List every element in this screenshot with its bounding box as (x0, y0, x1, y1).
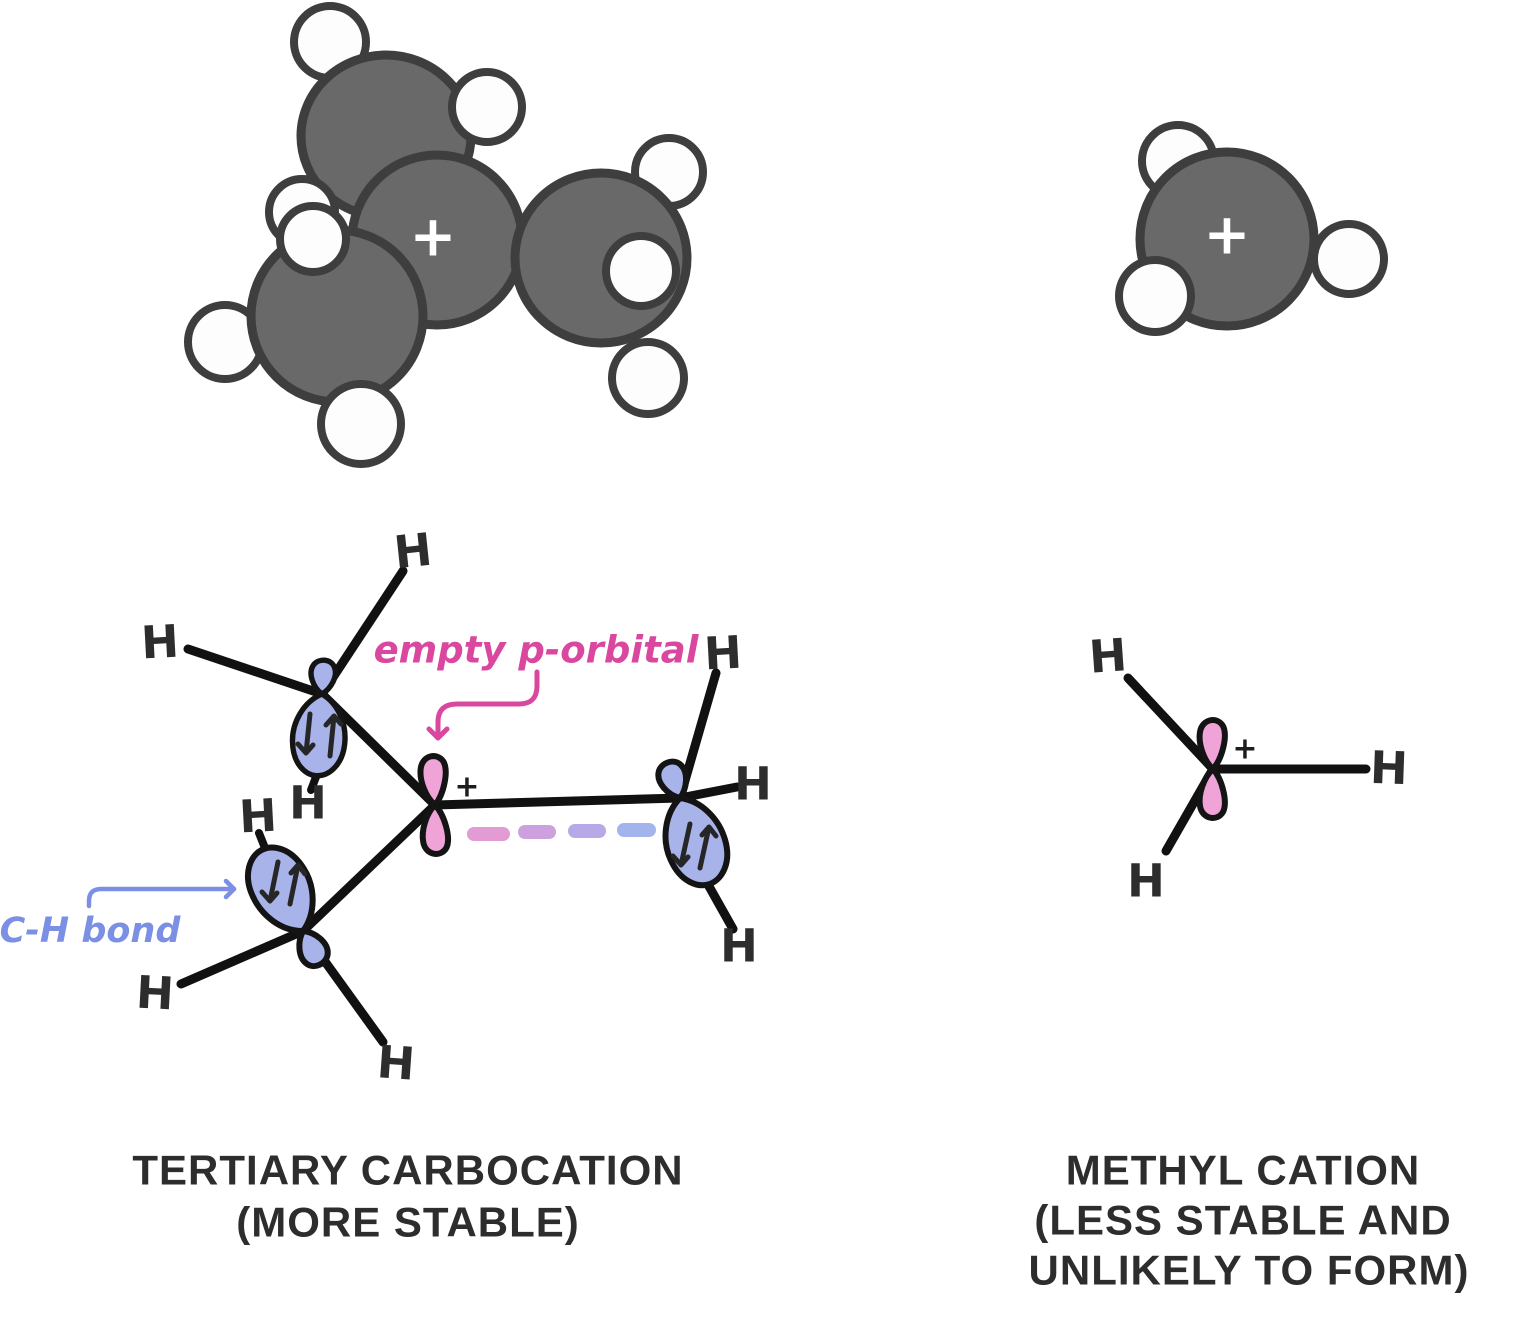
hydrogen-label: H (703, 626, 743, 681)
hydrogen-atom (602, 232, 680, 310)
electron-pair-arrows-icon (670, 821, 719, 871)
hydrogen-label: H (1369, 741, 1408, 795)
hydrogen-atom (1115, 256, 1195, 336)
hydrogen-label: H (140, 615, 180, 670)
bond-line (701, 876, 738, 934)
hydrogen-label: H (135, 966, 175, 1021)
hydrogen-label: H (391, 523, 434, 580)
positive-charge: + (410, 205, 457, 270)
bond-line (675, 782, 742, 803)
tertbutyl-space-model: + (184, 2, 707, 468)
bond-line (255, 829, 269, 852)
hydrogen-label: H (375, 1035, 416, 1090)
bond-line (430, 793, 685, 810)
methyl-caption-line2: (LESS STABLE AND (1034, 1197, 1451, 1244)
bond-line (307, 773, 320, 794)
blue-leader-arrow-icon (86, 878, 237, 909)
electron-pair-arrows-icon (295, 711, 344, 759)
pink-leader-arrow-icon (426, 669, 540, 741)
hydrogen-atom (276, 202, 350, 276)
tertiary-orbital-diagram: H H H H H H H H H + empty p-orbital C-H … (0, 523, 772, 1091)
hydrogen-label: H (289, 777, 327, 830)
bond-line (183, 644, 327, 699)
ch-bond-label: C-H bond (0, 911, 181, 951)
hydrogen-label: H (734, 758, 772, 811)
hyperconjugation-dashes (467, 823, 656, 841)
empty-p-orbital-label: empty p-orbital (374, 629, 700, 672)
methyl-caption-line1: METHYL CATION (1066, 1147, 1420, 1194)
hydrogen-atom (317, 380, 405, 468)
hydrogen-label: H (1087, 628, 1128, 683)
positive-charge: + (1204, 203, 1251, 268)
bond-line (176, 926, 308, 989)
bond-line (1123, 673, 1218, 774)
hydrogen-label: H (720, 920, 758, 973)
hydrogen-atom (448, 68, 526, 146)
positive-charge: + (1232, 732, 1257, 767)
methyl-orbital-diagram: H H H + (1087, 628, 1408, 907)
bond-line (298, 800, 440, 936)
methyl-caption-line3: UNLIKELY TO FORM) (1029, 1247, 1470, 1294)
ch-bond-orbital (290, 658, 350, 777)
captions: TERTIARY CARBOCATION (MORE STABLE) METHY… (132, 1147, 1470, 1294)
tertiary-caption-line2: (MORE STABLE) (236, 1199, 580, 1246)
hydrogen-label: H (1127, 855, 1165, 908)
hydrogen-atom (608, 338, 688, 418)
electron-pair-arrows-icon (259, 859, 308, 907)
hydrogen-atom (1310, 220, 1388, 298)
tertiary-caption-line1: TERTIARY CARBOCATION (132, 1147, 683, 1194)
methyl-space-model: + (1115, 121, 1388, 336)
hydrogen-label: H (238, 789, 278, 844)
positive-charge: + (454, 770, 479, 805)
